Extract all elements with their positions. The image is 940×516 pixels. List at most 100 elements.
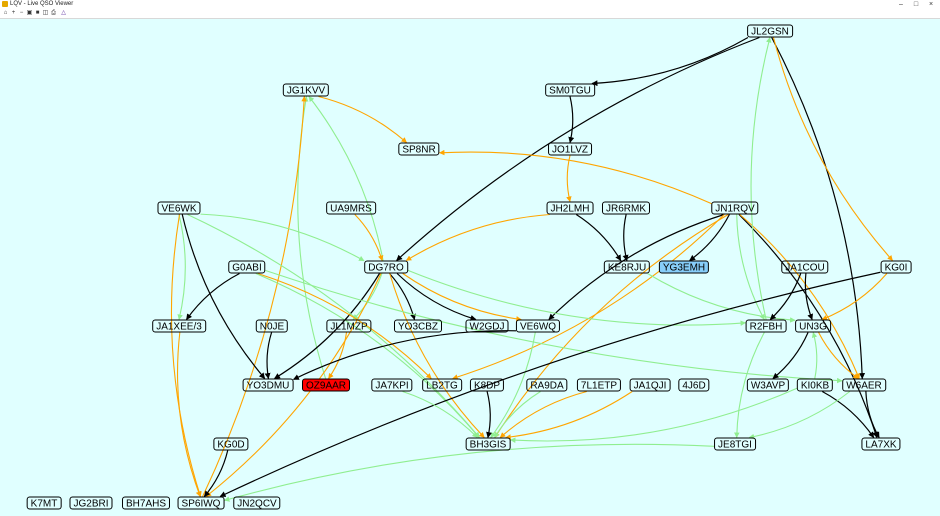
zoom-out-icon[interactable]: −: [19, 10, 24, 16]
node-ua9mrs[interactable]: UA9MRS: [326, 201, 376, 215]
settings-icon[interactable]: △: [61, 10, 66, 16]
edge-ra9da-to-bh3gis: [494, 391, 541, 438]
node-jn2qcv[interactable]: JN2QCV: [233, 496, 281, 510]
edge-jh2lmh-to-ke8rju: [575, 213, 622, 262]
node-jr6rmk[interactable]: JR6RMK: [601, 201, 651, 215]
edge-jl2gsn-to-dg7ro: [396, 36, 760, 261]
edge-dg7ro-to-jl1mzp: [352, 273, 383, 320]
edge-jn1rqv-to-w6aer: [739, 214, 860, 380]
edge-un3g-to-w3avp: [772, 332, 809, 379]
toolbar: ⌂ + − ▣ ■ ◫ ⎙ △: [0, 9, 940, 19]
edge-ja1cou-to-un3g: [804, 273, 813, 321]
node-ki0kb[interactable]: KI0KB: [796, 378, 834, 392]
zoom-in-icon[interactable]: +: [11, 10, 16, 16]
node-jl2gsn[interactable]: JL2GSN: [747, 24, 793, 38]
edge-jn1rqv-to-lb2tg: [452, 214, 725, 380]
edge-ke8rju-to-un3g: [647, 273, 796, 323]
node-7l1etp[interactable]: 7L1ETP: [576, 378, 622, 392]
print-icon[interactable]: ⎙: [51, 10, 56, 16]
node-la7xk[interactable]: LA7XK: [861, 437, 901, 451]
node-4j6d[interactable]: 4J6D: [678, 378, 710, 392]
node-oz9aar[interactable]: OZ9AAR: [301, 378, 351, 392]
edge-jl2gsn-to-sm0tgu: [591, 36, 749, 87]
edge-kg0i-to-un3g: [821, 273, 888, 321]
edge-ja1cou-to-r2fbh: [769, 273, 802, 320]
edge-jo1lvz-to-jh2lmh: [566, 155, 572, 203]
edge-sp6iwq-to-jg1kvv: [202, 95, 307, 497]
node-bh3gis[interactable]: BH3GIS: [465, 437, 511, 451]
node-r2fbh[interactable]: R2FBH: [745, 319, 787, 333]
app-icon: [2, 1, 8, 7]
node-k8dp[interactable]: K8DP: [469, 378, 505, 392]
edge-dg7ro-to-bh3gis: [389, 273, 485, 438]
edge-un3g-to-w6aer: [818, 332, 859, 379]
node-ja1xee-3[interactable]: JA1XEE/3: [152, 319, 206, 333]
node-yo3dmu[interactable]: YO3DMU: [242, 378, 294, 392]
edge-jg1kvv-to-sp8nr: [318, 95, 407, 143]
edge-dg7ro-to-w2gdj: [396, 273, 477, 321]
edge-jl1mzp-to-oz9aar: [328, 332, 348, 379]
node-yg3emh[interactable]: YG3EMH: [658, 260, 710, 274]
qso-graph-canvas: JL2GSN JG1KVV SM0TGU SP8NR JO1LVZ VE6WK UA9MRS…: [0, 19, 940, 516]
edge-je8tgi-to-sp6iwq: [223, 443, 715, 502]
node-un3g[interactable]: UN3G: [795, 319, 831, 333]
edge-7l1etp-to-bh3gis: [499, 390, 587, 438]
node-bh7ahs[interactable]: BH7AHS: [121, 496, 171, 510]
node-yo3cbz[interactable]: YO3CBZ: [393, 319, 443, 333]
edge-r2fbh-to-je8tgi: [734, 332, 765, 439]
edge-dg7ro-to-r2fbh: [407, 269, 747, 326]
node-n0je[interactable]: N0JE: [255, 319, 289, 333]
node-jo1lvz[interactable]: JO1LVZ: [548, 142, 592, 156]
edge-jn1rqv-to-bh3gis: [494, 214, 729, 438]
edge-ki0kb-to-la7xk: [821, 390, 875, 438]
node-ke8rju[interactable]: KE8RJU: [603, 260, 651, 274]
edge-jl2gsn-to-w6aer: [771, 37, 866, 380]
edge-g0abi-to-w6aer: [265, 270, 843, 384]
edge-ua9mrs-to-dg7ro: [354, 214, 384, 262]
node-w3avp[interactable]: W3AVP: [746, 378, 790, 392]
close-button[interactable]: ×: [928, 1, 934, 8]
edge-g0abi-to-ja1xee-3: [186, 272, 240, 320]
edge-oz9aar-to-jg1kvv: [297, 95, 327, 379]
node-jg1kvv[interactable]: JG1KVV: [282, 83, 330, 97]
minimize-button[interactable]: –: [899, 1, 903, 8]
edge-dg7ro-to-sp6iwq: [205, 273, 382, 497]
node-je8tgi[interactable]: JE8TGI: [714, 437, 756, 451]
node-w6aer[interactable]: W6AER: [842, 378, 886, 392]
node-ve6wq[interactable]: VE6WQ: [515, 319, 561, 333]
node-sm0tgu[interactable]: SM0TGU: [545, 83, 595, 97]
edge-ja1qji-to-bh3gis: [505, 391, 633, 440]
home-icon[interactable]: ⌂: [3, 10, 8, 16]
edge-jn1rqv-to-yg3emh: [689, 214, 730, 261]
stop-icon[interactable]: ■: [35, 10, 40, 16]
edge-jh2lmh-to-dg7ro: [405, 213, 550, 261]
node-jh2lmh[interactable]: JH2LMH: [546, 201, 594, 215]
node-kg0d[interactable]: KG0D: [213, 437, 249, 451]
edge-g0abi-to-lb2tg: [257, 272, 432, 379]
node-ve6wk[interactable]: VE6WK: [157, 201, 201, 215]
node-jl1mzp[interactable]: JL1MZP: [326, 319, 372, 333]
node-ja1cou[interactable]: JA1COU: [781, 260, 829, 274]
edge-ve6wk-to-ja1xee-3: [177, 214, 186, 321]
save-icon[interactable]: ◫: [42, 10, 49, 16]
title-bar: LQV - Live QSO Viewer – □ ×: [0, 0, 940, 9]
window-title: LQV - Live QSO Viewer: [10, 1, 74, 7]
edge-w6aer-to-je8tgi: [748, 391, 851, 440]
edge-dg7ro-to-jg1kvv: [308, 96, 384, 261]
node-kg0i[interactable]: KG0I: [880, 260, 912, 274]
node-jn1rqv[interactable]: JN1RQV: [711, 201, 759, 215]
edge-ve6wk-to-dg7ro: [200, 213, 365, 262]
node-dg7ro[interactable]: DG7RO: [364, 260, 408, 274]
node-ja7kpi[interactable]: JA7KPI: [371, 378, 413, 392]
node-sp8nr[interactable]: SP8NR: [398, 142, 440, 156]
node-ra9da[interactable]: RA9DA: [526, 378, 568, 392]
maximize-button[interactable]: □: [913, 1, 919, 8]
node-jg2bri[interactable]: JG2BRI: [69, 496, 113, 510]
node-sp6iwq[interactable]: SP6IWQ: [177, 496, 225, 510]
node-ja1qji[interactable]: JA1QJI: [629, 378, 671, 392]
fit-icon[interactable]: ▣: [26, 10, 33, 16]
node-w2gdj[interactable]: W2GDJ: [465, 319, 509, 333]
node-k7mt[interactable]: K7MT: [26, 496, 62, 510]
node-g0abi[interactable]: G0ABI: [228, 260, 266, 274]
node-lb2tg[interactable]: LB2TG: [422, 378, 462, 392]
